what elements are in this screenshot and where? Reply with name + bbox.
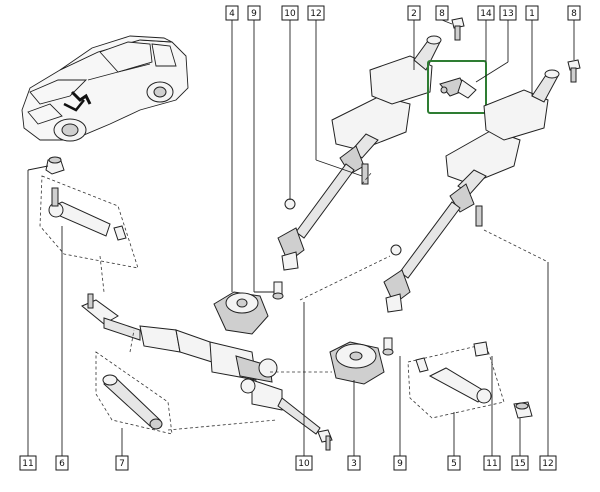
svg-text:13: 13: [502, 9, 513, 19]
callout-15: 15: [511, 455, 529, 471]
svg-text:11: 11: [22, 459, 33, 469]
callout-10-bottom: 10: [295, 455, 313, 471]
rack-boot-4: [213, 291, 269, 335]
svg-text:9: 9: [251, 9, 257, 19]
nut-15: [513, 401, 533, 419]
callout-12-bottom: 12: [539, 455, 557, 471]
callout-4: 4: [225, 5, 239, 21]
clip-14: [439, 77, 477, 99]
callout-11-right: 11: [483, 455, 501, 471]
svg-text:10: 10: [298, 459, 310, 469]
bolt-8-right: [567, 59, 581, 83]
highlight-box: [427, 60, 487, 114]
callout-12-top: 12: [307, 5, 325, 21]
svg-text:8: 8: [439, 9, 445, 19]
callout-8-right: 8: [567, 5, 581, 21]
callout-13: 13: [499, 5, 517, 21]
callout-14: 14: [477, 5, 495, 21]
pin-right: [382, 337, 394, 356]
callout-5: 5: [447, 455, 461, 471]
axial-rod-left: [102, 374, 163, 430]
callout-9-bottom: 9: [393, 455, 407, 471]
tie-rod-end-left: [48, 187, 127, 241]
svg-text:1: 1: [529, 9, 535, 19]
svg-text:12: 12: [310, 9, 321, 19]
callout-9-top: 9: [247, 5, 261, 21]
callout-11-left: 11: [19, 455, 37, 471]
steering-rack: [81, 293, 333, 451]
svg-text:6: 6: [59, 459, 65, 469]
svg-text:2: 2: [411, 9, 417, 19]
svg-text:10: 10: [284, 9, 296, 19]
pin-left: [272, 281, 284, 300]
nut-left: [45, 156, 65, 175]
tie-rod-end-right: [415, 341, 492, 404]
svg-text:15: 15: [514, 459, 525, 469]
callout-7: 7: [115, 455, 129, 471]
callout-10-top: 10: [281, 5, 299, 21]
svg-text:4: 4: [229, 9, 235, 19]
svg-text:8: 8: [571, 9, 577, 19]
svg-text:12: 12: [542, 459, 553, 469]
svg-text:14: 14: [480, 9, 492, 19]
svg-text:3: 3: [351, 459, 357, 469]
callout-8-left: 8: [435, 5, 449, 21]
callout-2: 2: [407, 5, 421, 21]
callout-6: 6: [55, 455, 69, 471]
callout-1: 1: [525, 5, 539, 21]
callout-3: 3: [347, 455, 361, 471]
svg-text:9: 9: [397, 459, 403, 469]
svg-text:5: 5: [451, 459, 457, 469]
bolt-8-left: [451, 17, 465, 41]
vehicle-illustration: [21, 35, 189, 142]
svg-text:11: 11: [486, 459, 497, 469]
rack-boot-3: [329, 341, 385, 385]
steering-column-upper-left: [277, 35, 442, 271]
svg-text:7: 7: [119, 459, 125, 469]
steering-column-upper-right: [383, 69, 560, 313]
